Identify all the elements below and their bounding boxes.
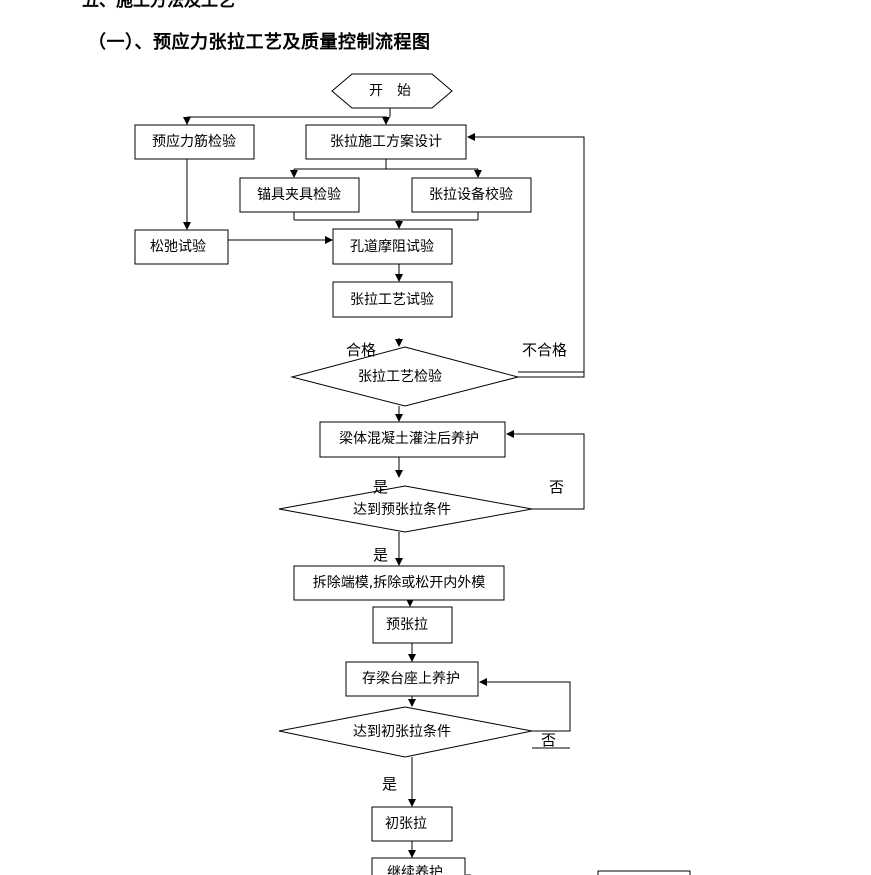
continue-cure-box: 继续养护: [371, 857, 466, 875]
strand-inspection-box: 预应力筋检验: [134, 124, 255, 160]
init-tension-label: 初张拉: [385, 815, 427, 832]
relax-test-box: 松弛试验: [134, 229, 229, 265]
process-check-diamond: 张拉工艺检验: [290, 346, 520, 407]
cut-off-box: [597, 870, 691, 875]
remove-molds-label: 拆除端模,拆除或松开内外模: [313, 575, 485, 591]
remove-molds-box: 拆除端模,拆除或松开内外模: [293, 565, 505, 601]
page-title: （一）、预应力张拉工艺及质量控制流程图: [88, 32, 431, 53]
label-fail: 不合格: [522, 341, 567, 359]
start-node: 开 始: [331, 73, 453, 109]
cut-section-heading: 五、施工方法及工艺: [82, 0, 235, 11]
pre-cond-label: 达到预张拉条件: [353, 501, 451, 518]
pre-tension-box: 预张拉: [372, 606, 453, 644]
pre-cond-diamond: 达到预张拉条件: [278, 485, 533, 533]
equip-calib-box: 张拉设备校验: [411, 177, 532, 213]
equip-calib-label: 张拉设备校验: [429, 186, 513, 203]
curing-box: 梁体混凝土灌注后养护: [319, 421, 506, 458]
label-no-2: 否: [541, 731, 556, 749]
pre-tension-label: 预张拉: [386, 617, 428, 633]
curing-label: 梁体混凝土灌注后养护: [339, 431, 479, 447]
process-test-box: 张拉工艺试验: [332, 281, 453, 318]
label-yes-2: 是: [373, 546, 388, 564]
continue-cure-label: 继续养护: [387, 864, 443, 875]
store-cure-label: 存梁台座上养护: [362, 671, 460, 687]
process-test-label: 张拉工艺试验: [350, 292, 434, 308]
label-yes-3: 是: [382, 775, 397, 793]
friction-test-label: 孔道摩阻试验: [350, 238, 434, 255]
process-check-label: 张拉工艺检验: [358, 369, 442, 385]
start-node-label: 开 始: [369, 83, 411, 99]
init-cond-diamond: 达到初张拉条件: [278, 706, 533, 758]
init-tension-box: 初张拉: [371, 806, 453, 842]
friction-test-box: 孔道摩阻试验: [332, 228, 453, 265]
anchor-test-box: 锚具夹具检验: [239, 177, 360, 213]
strand-inspection-label: 预应力筋检验: [152, 133, 236, 150]
design-box: 张拉施工方案设计: [305, 124, 467, 160]
label-yes-1: 是: [373, 478, 388, 496]
design-label: 张拉施工方案设计: [330, 133, 442, 150]
relax-test-label: 松弛试验: [150, 239, 206, 255]
init-cond-label: 达到初张拉条件: [353, 723, 451, 740]
anchor-test-label: 锚具夹具检验: [257, 187, 341, 203]
store-cure-box: 存梁台座上养护: [345, 661, 479, 697]
label-pass: 合格: [346, 341, 376, 359]
label-no-1: 否: [549, 478, 564, 496]
connectors: [183, 108, 585, 875]
